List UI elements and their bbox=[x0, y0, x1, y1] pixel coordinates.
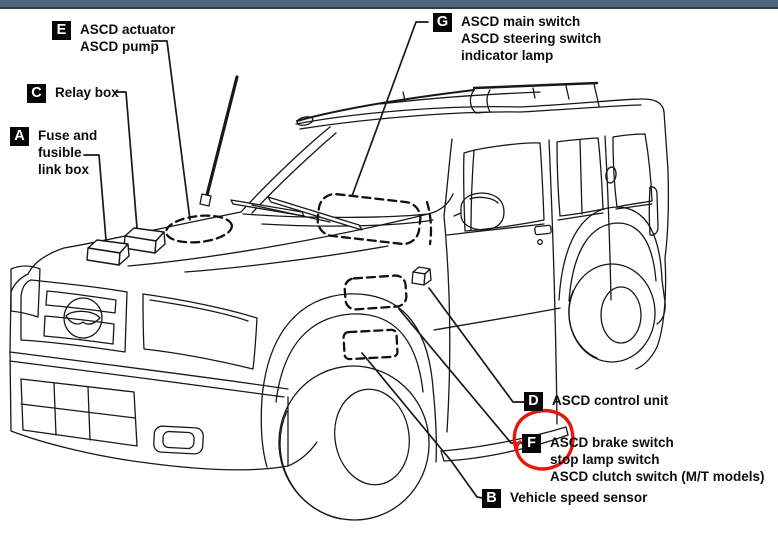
leader-lines bbox=[83, 21, 525, 499]
callout-g: G ASCD main switch ASCD steering switch … bbox=[433, 13, 601, 64]
callout-f-text: ASCD brake switch bbox=[550, 435, 674, 450]
leader-g bbox=[351, 21, 429, 197]
ascd-main-switch-location bbox=[316, 192, 422, 246]
window-chrome-strip bbox=[0, 0, 778, 9]
callout-b: B Vehicle speed sensor bbox=[482, 489, 647, 508]
callout-c-letter: C bbox=[27, 84, 46, 103]
leader-f bbox=[398, 308, 523, 444]
pillar-dashes bbox=[425, 200, 433, 246]
callout-g-text: ASCD steering switch bbox=[461, 31, 602, 46]
callout-f: F ASCD brake switch stop lamp switch ASC… bbox=[522, 434, 765, 485]
callout-d-text: ASCD control unit bbox=[552, 393, 669, 408]
callout-a-letter: A bbox=[10, 127, 29, 146]
callout-c: C Relay box bbox=[27, 84, 119, 103]
vehicle-speed-sensor-location bbox=[342, 328, 399, 361]
callout-c-text: Relay box bbox=[55, 85, 119, 100]
callout-d: D ASCD control unit bbox=[524, 392, 668, 411]
relay-box-part bbox=[123, 227, 166, 254]
callout-b-letter: B bbox=[482, 489, 501, 508]
ascd-actuator-location bbox=[165, 214, 233, 244]
callout-f-letter: F bbox=[522, 434, 541, 453]
callout-f-text: stop lamp switch bbox=[550, 452, 660, 467]
ascd-brake-switch-location bbox=[343, 274, 408, 311]
component-location-regions bbox=[165, 192, 433, 361]
callout-b-text: Vehicle speed sensor bbox=[510, 490, 648, 505]
ascd-control-unit-part bbox=[411, 266, 432, 286]
callout-e: E ASCD actuator ASCD pump bbox=[52, 21, 175, 55]
callout-e-text: ASCD actuator bbox=[80, 22, 176, 37]
leader-e bbox=[151, 40, 191, 221]
leader-b bbox=[361, 352, 484, 499]
leader-d bbox=[428, 287, 525, 403]
callout-f-text: ASCD clutch switch (M/T models) bbox=[550, 469, 765, 484]
callout-g-text: ASCD main switch bbox=[461, 14, 581, 29]
callout-e-letter: E bbox=[52, 21, 71, 40]
leader-c bbox=[115, 91, 138, 229]
callout-e-text: ASCD pump bbox=[80, 39, 159, 54]
fuse-box-part bbox=[86, 239, 130, 266]
callout-d-letter: D bbox=[524, 392, 543, 411]
callout-a: A Fuse and fusible link box bbox=[10, 127, 97, 178]
callout-g-letter: G bbox=[433, 13, 452, 32]
callout-a-text: fusible bbox=[38, 145, 82, 160]
callout-g-text: indicator lamp bbox=[461, 48, 554, 63]
callout-a-text: Fuse and bbox=[38, 128, 98, 143]
callout-a-text: link box bbox=[38, 162, 90, 177]
